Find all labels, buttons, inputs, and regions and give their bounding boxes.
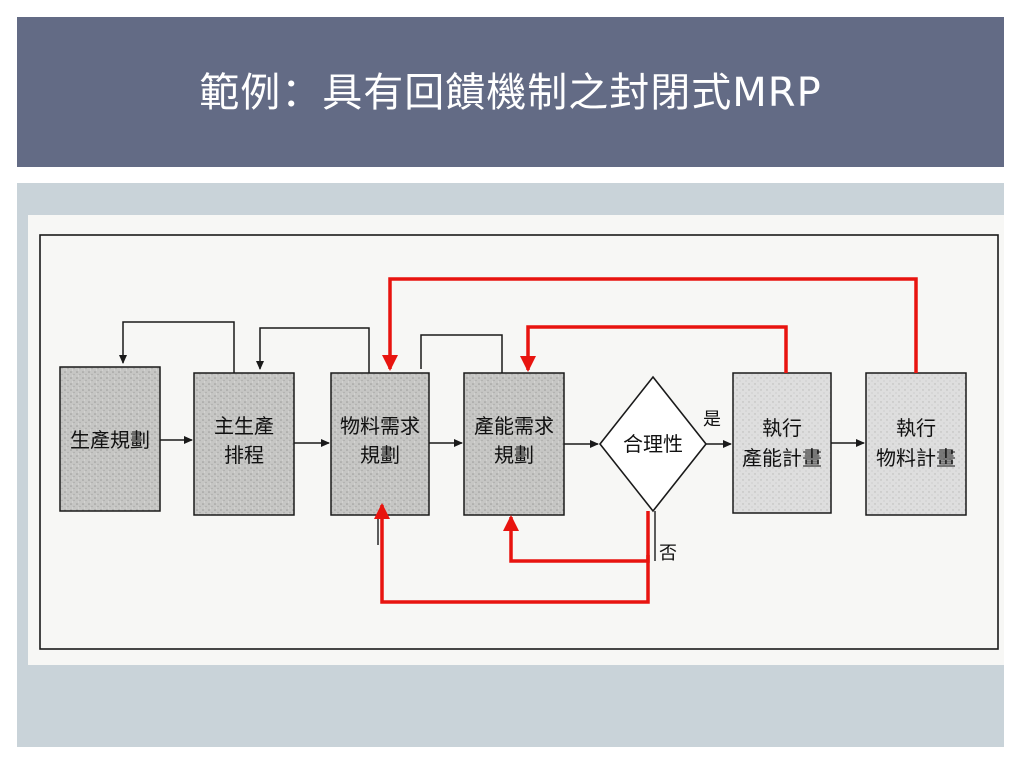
- loop-schedule-to-planning: [119, 321, 235, 373]
- red-loop-no-to-mrp: [374, 503, 650, 604]
- box-execute-capacity: [732, 372, 832, 514]
- box-mrp: [330, 372, 430, 516]
- label-production-planning: 生產規劃: [70, 428, 150, 452]
- label-execute-material-line1: 執行: [896, 416, 936, 440]
- figure-border: [39, 234, 999, 650]
- label-mrp-line1: 物料需求: [340, 414, 420, 438]
- decision-feasibility: [598, 375, 708, 513]
- red-loop-material-to-mrp: [382, 277, 918, 373]
- title-band: 範例：具有回饋機制之封閉式MRP: [17, 17, 1004, 167]
- red-loop-no-to-crp: [503, 511, 650, 563]
- loop-mrp-to-schedule: [256, 327, 370, 373]
- loop-crp-to-mrp-black: [420, 334, 503, 373]
- label-execute-material-line2: 物料計畫: [876, 446, 956, 470]
- label-crp-line1: 產能需求: [474, 414, 554, 438]
- label-mrp-line2: 規劃: [360, 443, 400, 467]
- label-master-schedule-line1: 主生產: [214, 414, 274, 438]
- label-yes: 是: [703, 409, 721, 430]
- slide-title: 範例：具有回饋機制之封閉式MRP: [199, 70, 822, 116]
- box-production-planning: [59, 366, 161, 512]
- label-no: 否: [659, 543, 677, 564]
- red-loop-capacity-to-crp: [520, 325, 788, 373]
- label-execute-capacity-line1: 執行: [762, 416, 802, 440]
- label-master-schedule-line2: 排程: [224, 443, 264, 467]
- box-execute-material: [865, 372, 967, 516]
- label-feasibility: 合理性: [623, 432, 683, 456]
- label-execute-capacity-line2: 產能計畫: [742, 446, 822, 470]
- scanned-figure: 生產規劃 主生產 排程 物料需求 規劃 產能需求 規劃 合理性 執行 產能計畫 …: [28, 215, 1004, 665]
- box-crp: [463, 372, 565, 516]
- label-crp-line2: 規劃: [494, 443, 534, 467]
- box-master-schedule: [193, 372, 295, 516]
- closed-loop-mrp-diagram: 生產規劃 主生產 排程 物料需求 規劃 產能需求 規劃 合理性 執行 產能計畫 …: [39, 234, 999, 650]
